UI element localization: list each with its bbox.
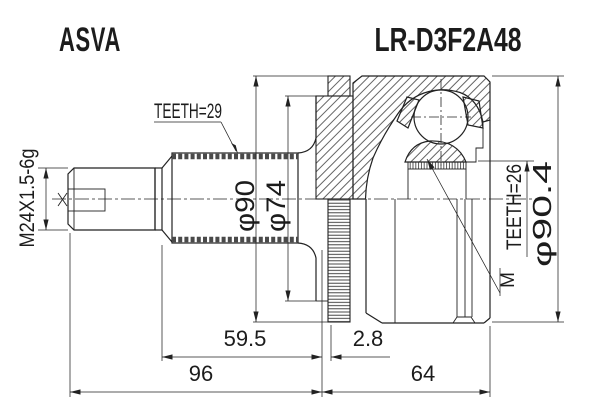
dim-dia90: [253, 75, 328, 323]
dim-thread: [38, 167, 68, 231]
housing-section: [352, 75, 491, 324]
dim-dia74: [285, 95, 316, 302]
dim-2-8-label: 2.8: [353, 326, 384, 351]
thread-spec-label: M24X1.5-6g: [16, 149, 39, 248]
boot-rib-block: [327, 75, 351, 97]
dia90-label: φ90: [230, 180, 260, 232]
hub-spline-bore: [407, 161, 467, 170]
housing-wall-hatch: [352, 75, 491, 200]
stem-hatch: [315, 95, 354, 200]
boot-serration: [327, 198, 351, 323]
center-mark-icon: [57, 192, 68, 207]
dim-dia904: [492, 75, 564, 323]
marking-leader: [426, 158, 501, 296]
dia74-label: φ74: [261, 180, 291, 232]
shaft-assembly: [57, 96, 317, 301]
dim-96-label: 96: [189, 361, 213, 386]
dim-96-64: [69, 233, 491, 397]
stem-fillet-top: [297, 96, 317, 154]
housing-external-bottom: [365, 199, 491, 324]
mouth-steps: [466, 122, 484, 163]
dim-2-8: [330, 325, 390, 361]
dim-teeth26: [478, 160, 534, 257]
stem-fillet-bottom: [297, 242, 317, 301]
teeth29-leader: [154, 121, 238, 154]
labels: TEETH=29 M24X1.5-6g φ90 φ74 TEETH=26 M φ…: [16, 100, 557, 386]
center-hole-slot: [67, 188, 106, 212]
dim-59-5: [161, 245, 323, 397]
dimensions: [38, 75, 564, 397]
dia904-label: φ90.4: [527, 161, 557, 267]
teeth29-label: TEETH=29: [154, 100, 222, 123]
marking-label: M: [498, 272, 519, 288]
dim-59-5-label: 59.5: [224, 326, 267, 351]
teeth26-label: TEETH=26: [503, 164, 526, 250]
spline-shaft: [171, 152, 299, 244]
inner-race: [404, 140, 467, 163]
header: ASVA LR-D3F2A48: [59, 21, 522, 59]
part-number-label: LR-D3F2A48: [375, 21, 522, 58]
dim-64-label: 64: [411, 361, 435, 386]
cage-left: [396, 96, 420, 129]
boot-groove-section: [315, 75, 354, 323]
brand-logo: ASVA: [59, 21, 121, 59]
snap-ring-groove: [452, 316, 476, 324]
